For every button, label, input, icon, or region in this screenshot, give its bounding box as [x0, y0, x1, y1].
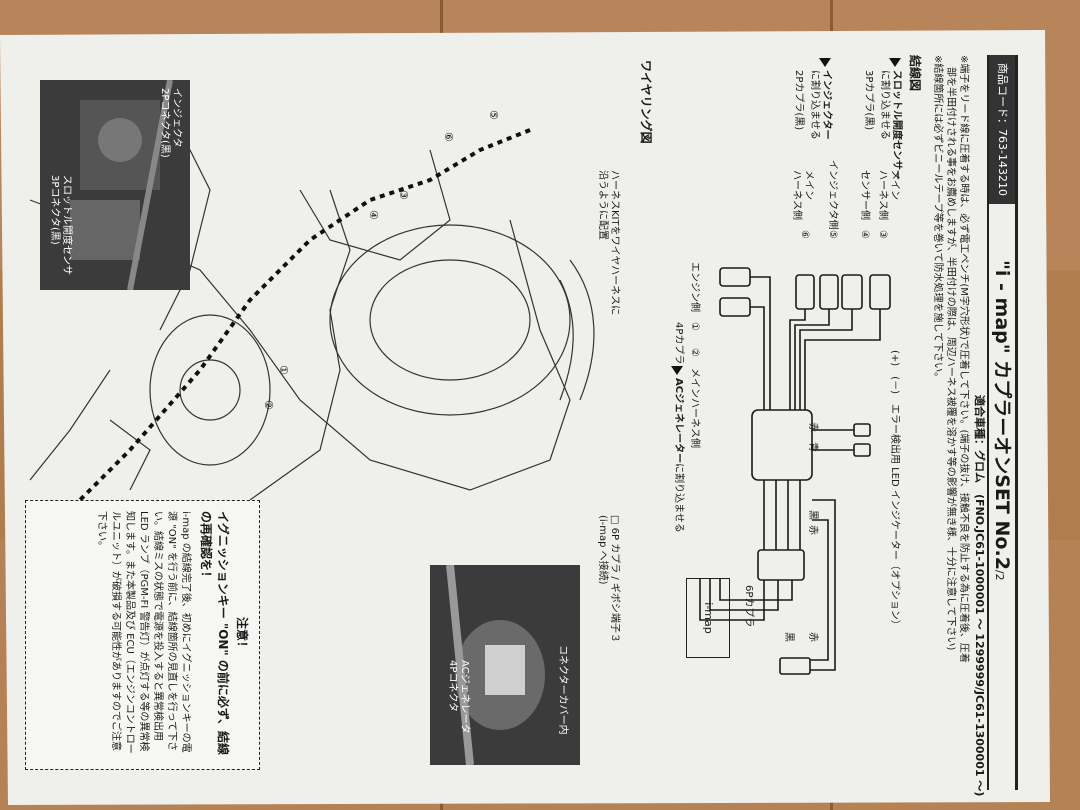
- caution-title: 注意！: [235, 616, 249, 653]
- photo-ac-generator: コネクターカバー内 ACジェネレータ 4Pコネクタ: [430, 565, 580, 765]
- wiring-route-title: ワイヤリング図: [639, 60, 653, 144]
- photo-injector-throttle: インジェクタ 2Pコネクタ(黒) スロットル開度センサ 3Pコネクタ(黒): [40, 80, 190, 290]
- caution-headline: イグニッションキー "ON" の前に必ず、結線の再確認を！: [199, 511, 230, 756]
- motorcycle-drawing: ⑤ ③ ④ ⑥ ① ②: [29, 110, 595, 512]
- caution-box: 注意！ イグニッションキー "ON" の前に必ず、結線の再確認を！ i-map …: [25, 500, 260, 770]
- wiring-diagram-lines: [699, 267, 891, 675]
- svg-text:③: ③: [397, 190, 410, 200]
- ac-gen-connector-label: ACジェネレータ 4Pコネクタ: [447, 660, 470, 734]
- svg-text:①: ①: [277, 365, 290, 375]
- instruction-sheet: 商品コード：763-143210 "i - map" カプラーオンSET No.…: [0, 30, 1050, 805]
- sheet-content: 商品コード：763-143210 "i - map" カプラーオンSET No.…: [0, 30, 1050, 805]
- photo-connector-detail: [446, 565, 545, 765]
- svg-text:⑤: ⑤: [487, 110, 500, 120]
- svg-text:④: ④: [367, 210, 380, 220]
- photo-engine-detail: [70, 80, 173, 290]
- throttle-connector-label: スロットル開度センサ 3Pコネクタ(黒): [49, 175, 72, 275]
- injector-connector-label: インジェクタ 2Pコネクタ(黒): [159, 88, 182, 158]
- svg-text:②: ②: [262, 400, 275, 410]
- caution-body: i-map の結線完了後、初めにイグニッションキーの電源 "ON" を行う前に、…: [96, 511, 191, 754]
- svg-text:⑥: ⑥: [442, 132, 455, 142]
- connector-cover-label: コネクターカバー内: [557, 645, 568, 735]
